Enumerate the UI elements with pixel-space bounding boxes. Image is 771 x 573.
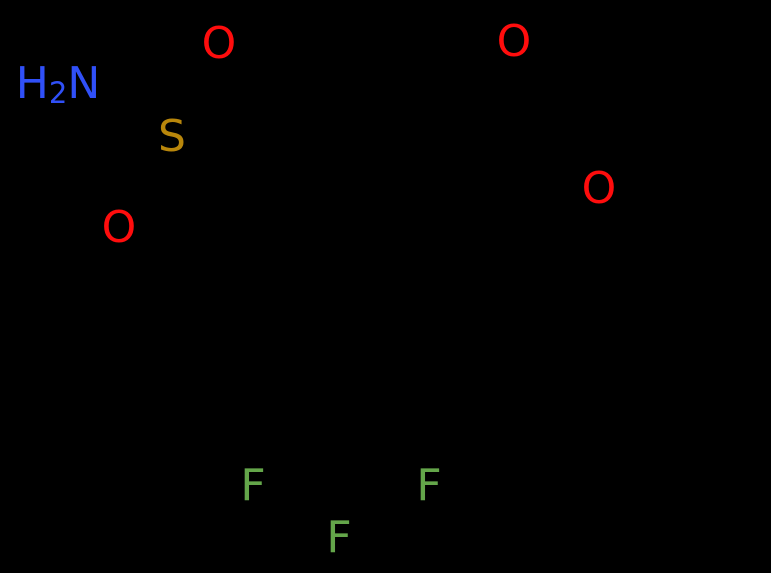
atom-label-nitrogen-h2n: H2N [15,57,101,111]
bond-segment [647,202,743,261]
bond-segment [493,66,513,145]
atom-label-oxygen-sulfonyl-lower: O [101,202,137,253]
bond-segment [133,161,169,210]
atom-label-oxygen-carbonyl: O [496,16,532,67]
bond-segment [128,158,164,207]
bond-segment [240,347,398,441]
bond-segment [245,336,403,430]
bond-segment [97,89,153,125]
bond-segment [652,347,748,403]
bond-segment [647,255,658,353]
atom-label-fluorine-left: F [240,460,266,511]
bond-segment [394,255,500,435]
atom-label-fluorine-bottom: F [326,512,352,563]
bond-segment [388,82,495,264]
bond-segment [399,77,506,259]
bond-segment [500,67,520,146]
bond-segment [697,112,748,123]
bond-segment [243,80,400,173]
bond-segment [179,63,212,114]
bond-segment [336,452,343,515]
atom-label-oxygen-ester: O [581,163,617,214]
atom-label-oxygen-sulfonyl-upper: O [201,18,237,69]
bond-segment [193,143,249,173]
bond-segment [737,112,748,208]
bond-group [97,63,748,515]
atom-label-fluorine-right: F [416,460,442,511]
bond-segment [186,66,219,117]
bond-segment [497,139,588,171]
bond-segment [612,117,703,178]
bond-segment [273,452,343,465]
bond-segment [337,452,409,465]
bond-segment [394,80,503,145]
atom-label-sulfur: S [158,111,186,162]
